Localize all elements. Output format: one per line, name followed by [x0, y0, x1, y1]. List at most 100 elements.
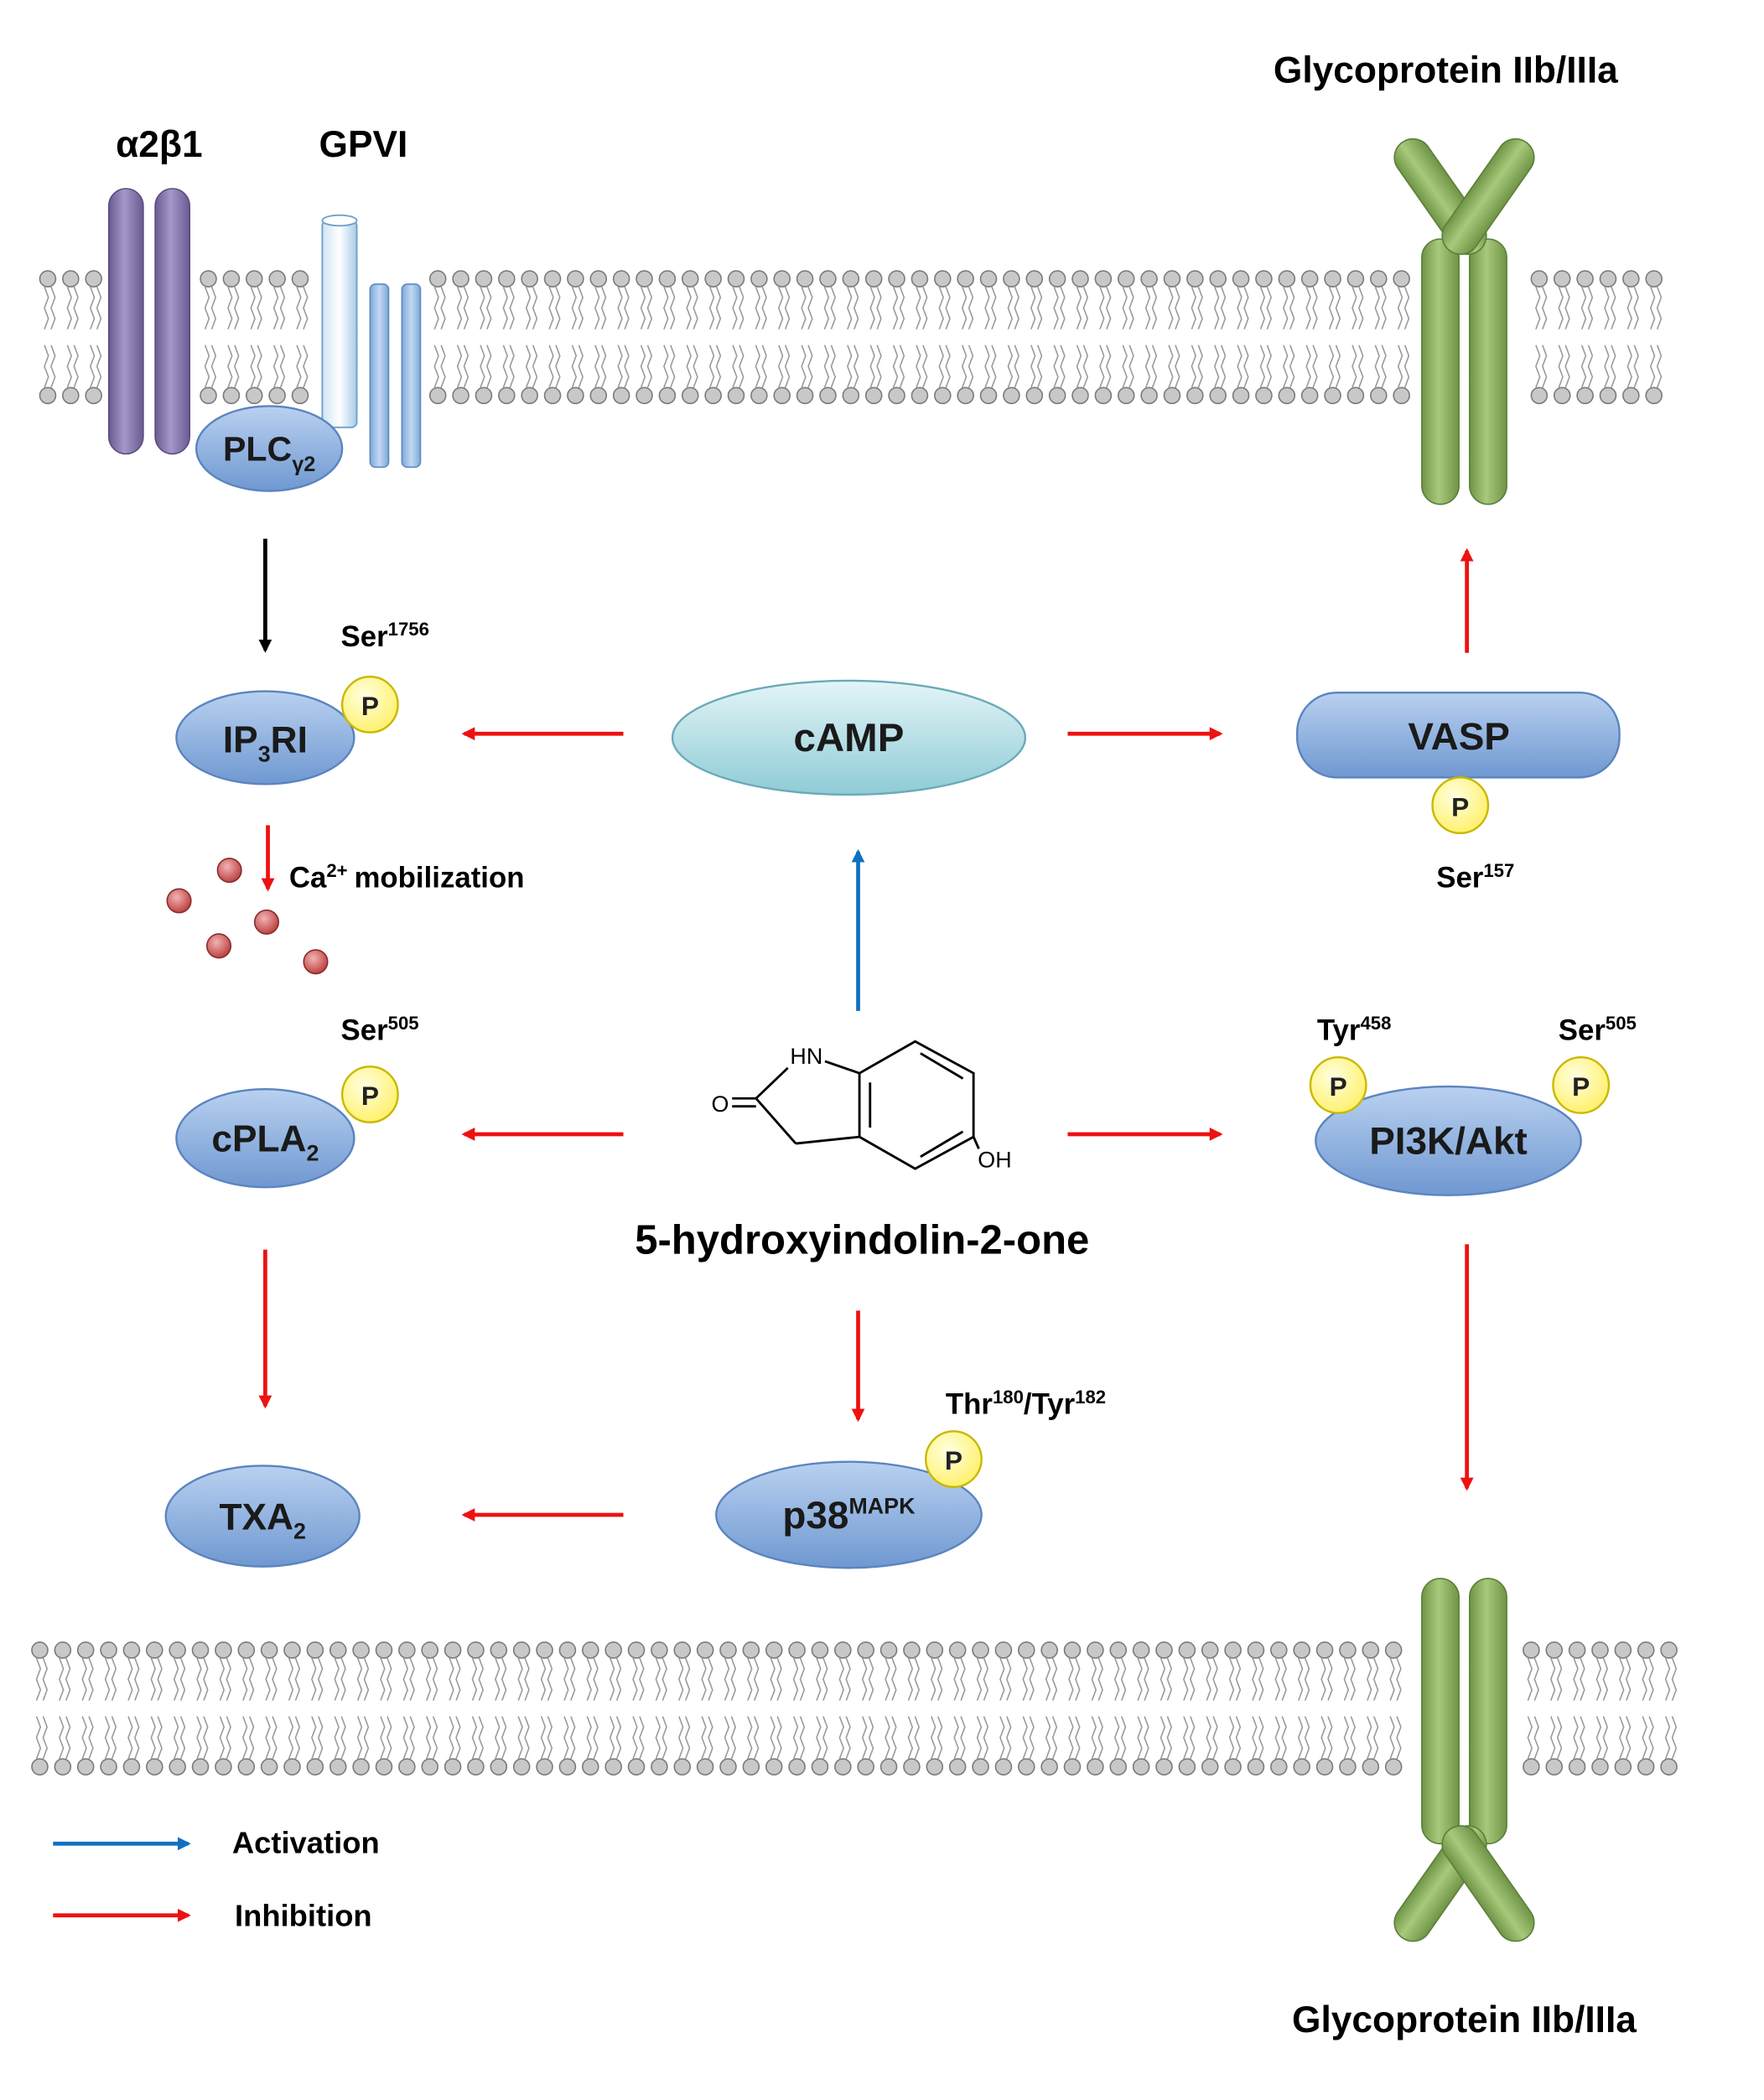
lipid-head: [1384, 1641, 1403, 1659]
lipid-tail: [495, 1657, 501, 1701]
lipid-tail: [869, 345, 875, 388]
lipid-tail: [73, 286, 79, 329]
lipid-head: [1209, 386, 1227, 405]
lipid-head: [1132, 1758, 1150, 1776]
lipid-tail: [1381, 286, 1387, 329]
lipid-head: [352, 1641, 370, 1659]
lipid-tail: [1564, 286, 1570, 329]
lipid-tail: [311, 1657, 317, 1701]
lipid-head: [636, 270, 653, 288]
lipid-tail: [708, 345, 715, 388]
phospho-label: P: [361, 691, 379, 721]
lipid-tail: [1664, 1657, 1671, 1701]
lipid-tail: [984, 286, 990, 329]
lipid-tail: [914, 1716, 920, 1760]
lipid-head: [62, 386, 80, 405]
lipid-head: [1071, 270, 1089, 288]
lipid-head: [76, 1758, 95, 1776]
lipid-head: [31, 1641, 49, 1659]
lipid-tail: [684, 1657, 691, 1701]
p38-site-label: Thr180/Tyr182: [946, 1387, 1106, 1421]
lipid-tail: [1556, 1657, 1563, 1701]
lipid-tail: [104, 1716, 111, 1760]
lipid-tail: [753, 1657, 760, 1701]
lipid-tail: [868, 1657, 874, 1701]
lipid-tail: [1060, 286, 1066, 329]
lipid-tail: [916, 345, 921, 388]
lipid-head: [475, 386, 493, 405]
lipid-tail: [1075, 1716, 1081, 1760]
lipid-tail: [770, 1716, 776, 1760]
lipid-tail: [334, 1716, 340, 1760]
lipid-tail: [1243, 286, 1249, 329]
lipid-tail: [449, 1716, 454, 1760]
lipid-head: [543, 386, 562, 405]
vasp-site-label: Ser157: [1436, 860, 1514, 894]
pi3k-phospho-ser: P: [1552, 1056, 1611, 1114]
lipid-tail: [1014, 345, 1019, 388]
lipid-tail: [1259, 286, 1266, 329]
lipid-tail: [1189, 1716, 1196, 1760]
lipid-tail: [1266, 286, 1272, 329]
lipid-head: [888, 386, 905, 405]
lipid-tail: [892, 286, 899, 329]
lipid-head: [765, 1641, 783, 1659]
gpvi-label: GPVI: [319, 124, 408, 165]
lipid-head: [750, 386, 768, 405]
lipid-tail: [363, 1657, 370, 1701]
lipid-tail: [173, 1716, 179, 1760]
lipid-tail: [1602, 1657, 1609, 1701]
lipid-head: [1117, 270, 1135, 288]
lipid-tail: [655, 1657, 662, 1701]
lipid-tail: [1281, 1657, 1287, 1701]
lipid-head: [911, 270, 929, 288]
lipid-tail: [861, 1657, 868, 1701]
lipid-head: [819, 270, 837, 288]
lipid-tail: [1283, 345, 1289, 388]
lipid-tail: [1220, 345, 1227, 388]
lipid-tail: [693, 286, 698, 329]
pi3k-phospho-tyr: P: [1309, 1056, 1367, 1114]
lipid-head: [1232, 386, 1250, 405]
lipid-tail: [662, 1657, 667, 1701]
lipid-tail: [801, 345, 807, 388]
lipid-tail: [594, 345, 600, 388]
lipid-tail: [1633, 286, 1639, 329]
lipid-tail: [1206, 1716, 1211, 1760]
lipid-tail: [257, 345, 262, 388]
lipid-tail: [219, 1657, 226, 1701]
lipid-head: [1040, 1758, 1058, 1776]
lipid-head: [1346, 386, 1365, 405]
lipid-tail: [1381, 345, 1387, 388]
lipid-head: [1599, 270, 1617, 288]
lipid-head: [857, 1641, 874, 1659]
lipid-head: [773, 270, 791, 288]
lipid-tail: [1160, 1657, 1166, 1701]
lipid-tail: [776, 1657, 782, 1701]
lipid-tail: [495, 1716, 501, 1760]
lipid-tail: [1099, 345, 1105, 388]
lipid-head: [612, 270, 630, 288]
lipid-head: [1186, 386, 1204, 405]
lipid-head: [1209, 270, 1227, 288]
lipid-tail: [203, 1716, 209, 1760]
lipid-tail: [250, 345, 256, 388]
lipid-head: [1660, 1641, 1678, 1659]
lipid-tail: [730, 1657, 737, 1701]
lipid-tail: [739, 345, 745, 388]
lipid-head: [604, 1641, 622, 1659]
lipid-head: [76, 1641, 95, 1659]
lipid-tail: [440, 286, 446, 329]
glycoprotein-bottom: [1393, 1578, 1535, 1942]
lipid-head: [934, 386, 952, 405]
lipid-head: [222, 270, 241, 288]
lipid-head: [727, 386, 745, 405]
lipid-head: [1523, 1758, 1540, 1776]
lipid-tail: [1183, 1716, 1189, 1760]
cpla2-node: cPLA2: [175, 1087, 355, 1189]
lipid-tail: [157, 1716, 163, 1760]
lipid-tail: [899, 286, 905, 329]
lipid-head: [1622, 270, 1640, 288]
lipid-head: [582, 1758, 599, 1776]
lipid-tail: [1120, 1657, 1127, 1701]
